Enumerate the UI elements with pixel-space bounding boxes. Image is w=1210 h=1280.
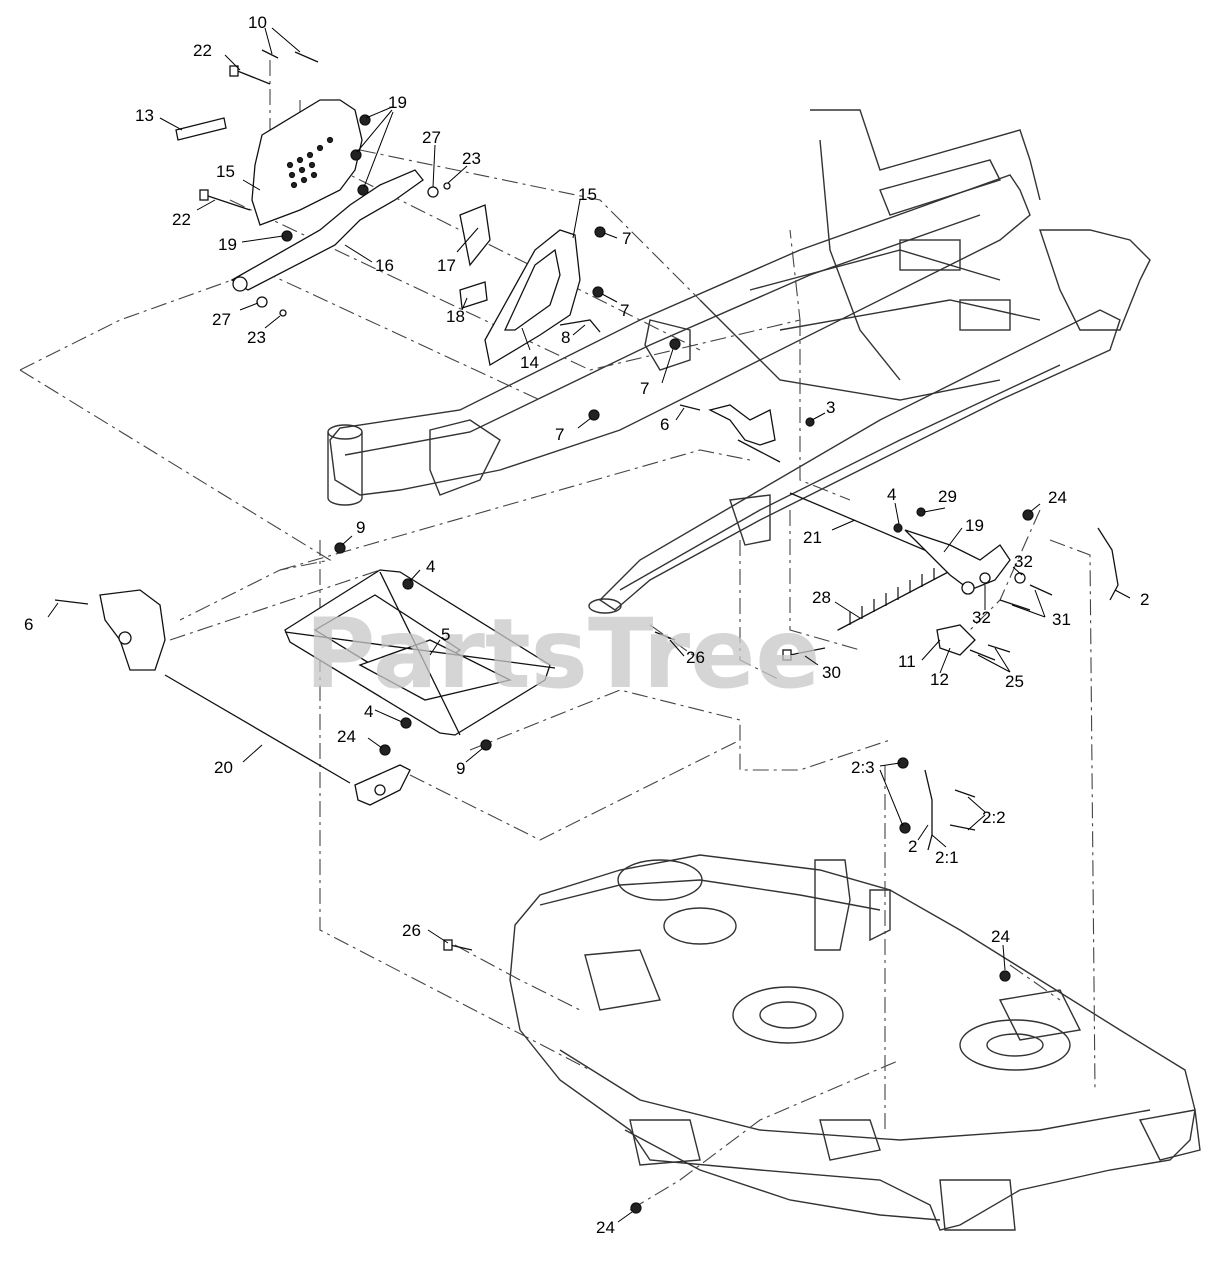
callout-8: 8 (561, 328, 570, 347)
nut-19 (281, 114, 371, 242)
washer-32-bolt-31 (961, 572, 1053, 611)
callout-3: 3 (826, 398, 835, 417)
nut-7 (588, 226, 681, 421)
callout-2-3: 2:3 (851, 758, 875, 777)
callout-2-2: 2:2 (982, 808, 1006, 827)
parts (54, 49, 1119, 1214)
callout-27: 27 (212, 310, 231, 329)
plate-5 (284, 569, 556, 736)
callout-23: 23 (247, 328, 266, 347)
callout-10: 10 (248, 13, 267, 32)
leader-lines (47, 27, 1131, 1223)
callout-25: 25 (1005, 672, 1024, 691)
rod-8 (559, 319, 601, 333)
nut-24-right (1022, 509, 1034, 521)
callout-29: 29 (938, 487, 957, 506)
callout-26: 26 (686, 648, 705, 667)
callout-24: 24 (991, 927, 1010, 946)
assembly-lines (19, 60, 1096, 1211)
callout-30: 30 (822, 663, 841, 682)
bracket-17 (459, 204, 491, 267)
callout-22: 22 (172, 210, 191, 229)
arm-assembly-right (679, 404, 815, 463)
callout-28: 28 (812, 588, 831, 607)
callout-9: 9 (456, 759, 465, 778)
callout-31: 31 (1052, 610, 1071, 629)
callout-24: 24 (337, 727, 356, 746)
chain-2-right (1097, 527, 1119, 601)
callout-7: 7 (622, 229, 631, 248)
callout-4: 4 (364, 702, 373, 721)
bracket-29-19 (893, 507, 1011, 591)
callout-19: 19 (965, 516, 984, 535)
callout-15: 15 (578, 185, 597, 204)
spring-28 (837, 568, 953, 631)
callout-4: 4 (426, 557, 435, 576)
callout-7: 7 (620, 301, 629, 320)
callout-23: 23 (462, 149, 481, 168)
callout-15: 15 (216, 162, 235, 181)
callout-24: 24 (596, 1218, 615, 1237)
block-11-12 (936, 624, 976, 656)
bolt-30 (782, 647, 826, 661)
callout-17: 17 (437, 256, 456, 275)
washer-27 (256, 186, 439, 308)
callout-26: 26 (402, 921, 421, 940)
callout-22: 22 (193, 41, 212, 60)
main-frame (327, 109, 1151, 614)
callout-19: 19 (218, 235, 237, 254)
callout-19: 19 (388, 93, 407, 112)
lever-16 (230, 169, 424, 292)
callout-20: 20 (214, 758, 233, 777)
callout-12: 12 (930, 670, 949, 689)
callout-2: 2 (1140, 590, 1149, 609)
pin-26-upper (654, 631, 676, 641)
callout-7: 7 (555, 425, 564, 444)
shaft-20 (164, 674, 411, 806)
callout-32: 32 (972, 608, 991, 627)
callout-7: 7 (640, 379, 649, 398)
watermark: PartsTree (305, 598, 820, 710)
mower-deck (509, 854, 1201, 1231)
callout-13: 13 (135, 106, 154, 125)
bracket-18 (459, 281, 488, 309)
side-plate-15-right (484, 229, 581, 367)
callout-18: 18 (446, 307, 465, 326)
bolt-22-top (229, 65, 271, 85)
callout-2-1: 2:1 (935, 848, 959, 867)
bolt-10 (261, 49, 319, 63)
arm-assembly-left (54, 589, 166, 671)
side-plate-15-left (251, 99, 363, 226)
nut-4 (400, 578, 414, 729)
callout-4: 4 (887, 485, 896, 504)
callout-27: 27 (422, 128, 441, 147)
decal-13 (175, 117, 227, 141)
bolt-22-lower (199, 189, 251, 211)
callout-5: 5 (441, 625, 450, 644)
callout-21: 21 (803, 528, 822, 547)
callout-6: 6 (660, 415, 669, 434)
callout-11: 11 (898, 652, 916, 671)
callout-labels: 10 22 19 13 27 23 15 15 22 19 16 17 7 7 … (24, 13, 1149, 1237)
callout-32: 32 (1014, 552, 1033, 571)
nut-24-deck (630, 970, 1011, 1214)
callout-16: 16 (375, 256, 394, 275)
callout-9: 9 (356, 518, 365, 537)
callout-2: 2 (908, 837, 917, 856)
nut-24-left (379, 744, 391, 756)
bolt-25 (969, 644, 1011, 661)
bolt-26-lower (443, 939, 473, 951)
callout-14: 14 (520, 353, 539, 372)
callout-24: 24 (1048, 488, 1067, 507)
chain-2-lower (897, 757, 976, 851)
nut-9 (334, 542, 492, 751)
callout-6: 6 (24, 615, 33, 634)
clip-23 (279, 182, 451, 317)
